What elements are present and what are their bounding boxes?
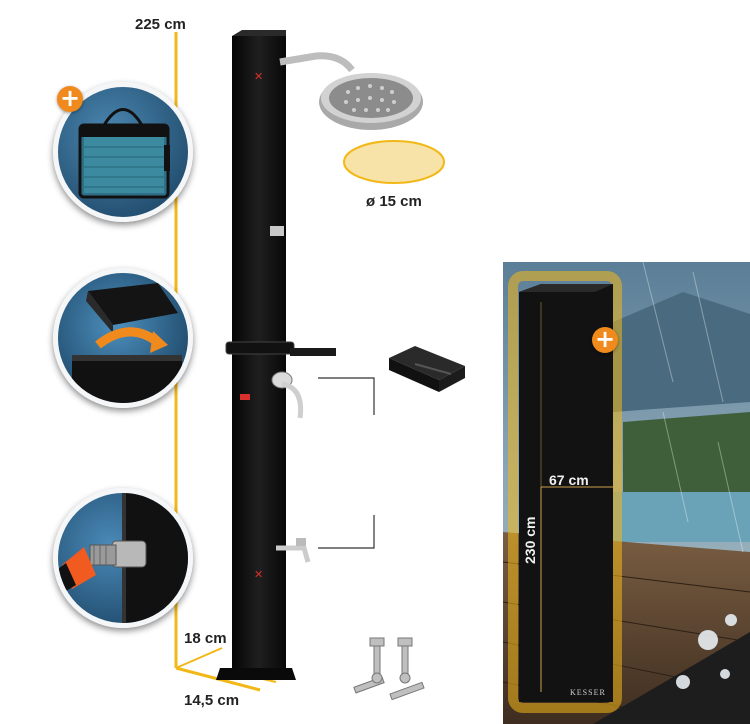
cover-bag-circle	[53, 82, 193, 222]
svg-text:✕: ✕	[254, 70, 263, 83]
plus-badge-cover: +	[592, 327, 618, 353]
cover-height-label: 230 cm	[522, 516, 538, 564]
shower-head-diameter-label: ø 15 cm	[366, 193, 422, 210]
cover-width-label: 67 cm	[549, 472, 589, 488]
height-total-label: 225 cm	[135, 16, 186, 33]
svg-text:✕: ✕	[254, 568, 263, 581]
soap-tray-icon	[389, 346, 465, 392]
base-height-label: 18 cm	[184, 630, 227, 647]
cover-bag-icon	[78, 108, 170, 199]
mounting-screws-icon	[353, 637, 425, 701]
brand-logo: KESSER	[570, 688, 606, 697]
rotate-cap-icon	[72, 283, 182, 403]
rotating-cap-circle	[53, 268, 193, 408]
hose-connector-circle	[53, 488, 193, 628]
shower-head	[279, 52, 423, 130]
outdoor-cover-photo	[503, 262, 750, 724]
base-width-label: 14,5 cm	[184, 692, 240, 709]
plus-badge-bag: +	[57, 86, 83, 112]
shower-column: ✕ ✕	[216, 30, 336, 680]
hose-connector-icon	[58, 493, 188, 623]
diameter-ellipse	[343, 140, 445, 184]
